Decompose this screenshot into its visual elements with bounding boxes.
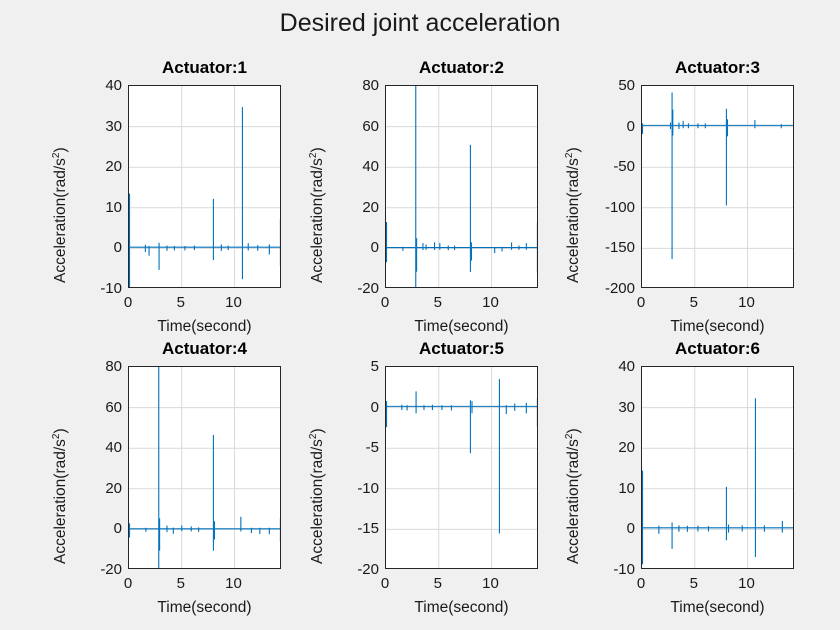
x-tick-label: 5 [689,294,698,311]
y-tick-label: 0 [113,520,122,538]
y-tick-label: 20 [362,198,379,216]
x-tick-label: 0 [380,294,390,311]
y-tick-label: -100 [604,198,635,216]
y-tick-label: 40 [618,358,635,375]
x-axis-label: Time(second) [670,599,765,616]
y-tick-label: 10 [105,198,122,216]
y-tick-label: 30 [105,117,122,135]
y-axis-label-exponent: 2 [564,433,575,440]
y-axis-label-tail: ) [565,428,583,434]
y-tick-label: 20 [105,158,122,176]
y-tick-label: 5 [370,358,379,375]
subplot-title: Actuator:6 [674,339,760,358]
x-axis-label: Time(second) [670,318,765,335]
plot-area[interactable] [128,366,281,569]
x-tick-label: 0 [636,575,646,592]
y-tick-label: 60 [105,398,122,416]
y-tick-label: -200 [604,280,635,297]
y-tick-label: -20 [357,280,379,297]
subplot-title: Actuator:3 [674,58,760,77]
y-tick-label: -10 [100,280,122,297]
y-tick-label: 30 [618,398,635,416]
y-tick-label: 40 [105,439,122,457]
x-tick-label: 5 [176,575,185,592]
y-tick-label: 0 [370,239,379,257]
y-tick-label: 20 [618,439,635,457]
y-tick-label: -10 [357,479,379,497]
y-tick-label: -50 [613,158,635,176]
grid-lines [642,367,793,568]
y-tick-label: -20 [357,561,379,578]
y-tick-label: -150 [604,239,635,257]
x-axis-label: Time(second) [157,318,252,335]
plot-area[interactable] [385,366,538,569]
y-tick-label: -5 [365,439,379,457]
subplot-title: Actuator:2 [418,58,504,77]
plot-area[interactable] [641,85,794,288]
data-series [642,398,793,565]
grid-lines [129,86,280,287]
data-series [642,92,793,259]
subplot-title: Actuator:5 [418,339,504,358]
data-series [386,86,537,287]
grid-lines [129,367,280,568]
x-tick-label: 5 [176,294,185,311]
x-tick-label: 0 [380,575,390,592]
x-tick-label: 10 [482,575,499,592]
data-series [386,379,537,534]
x-tick-label: 5 [433,294,442,311]
figure-title: Desired joint acceleration [279,9,561,37]
grid-lines [386,367,537,568]
y-tick-label: 0 [626,117,635,135]
x-tick-label: 5 [433,575,442,592]
x-tick-label: 10 [738,294,755,311]
x-axis-label: Time(second) [157,599,252,616]
x-tick-label: 5 [689,575,698,592]
grid-lines [386,86,537,287]
y-tick-label: 40 [105,77,122,94]
y-tick-label: 60 [362,117,379,135]
y-tick-label: -20 [100,561,122,578]
grid-lines [642,86,793,287]
x-tick-label: 10 [738,575,755,592]
y-tick-label: 40 [362,158,379,176]
x-tick-label: 10 [225,575,242,592]
plot-area[interactable] [128,85,281,288]
x-tick-label: 10 [482,294,499,311]
plot-area[interactable] [641,366,794,569]
y-tick-label: 0 [370,398,379,416]
x-axis-label: Time(second) [414,318,509,335]
x-tick-label: 0 [123,294,133,311]
y-tick-label: -10 [613,561,635,578]
y-tick-label: 20 [105,479,122,497]
y-tick-label: 50 [618,77,635,94]
x-tick-label: 10 [225,294,242,311]
y-tick-label: -15 [357,520,379,538]
plot-area[interactable] [385,85,538,288]
x-tick-label: 0 [636,294,646,311]
subplot-title: Actuator:1 [161,58,247,77]
y-axis-label-text: Acceleration(rad/s [565,439,583,564]
x-axis-label: Time(second) [414,599,509,616]
data-series [129,367,280,568]
y-tick-label: 0 [113,239,122,257]
y-tick-label: 80 [105,358,122,375]
y-tick-label: 80 [362,77,379,94]
x-tick-label: 0 [123,575,133,592]
data-series [129,107,280,287]
y-tick-label: 0 [626,520,635,538]
y-axis-label: Acceleration(rad/s2) [564,428,583,564]
y-tick-label: 10 [618,479,635,497]
subplot-title: Actuator:4 [161,339,247,358]
